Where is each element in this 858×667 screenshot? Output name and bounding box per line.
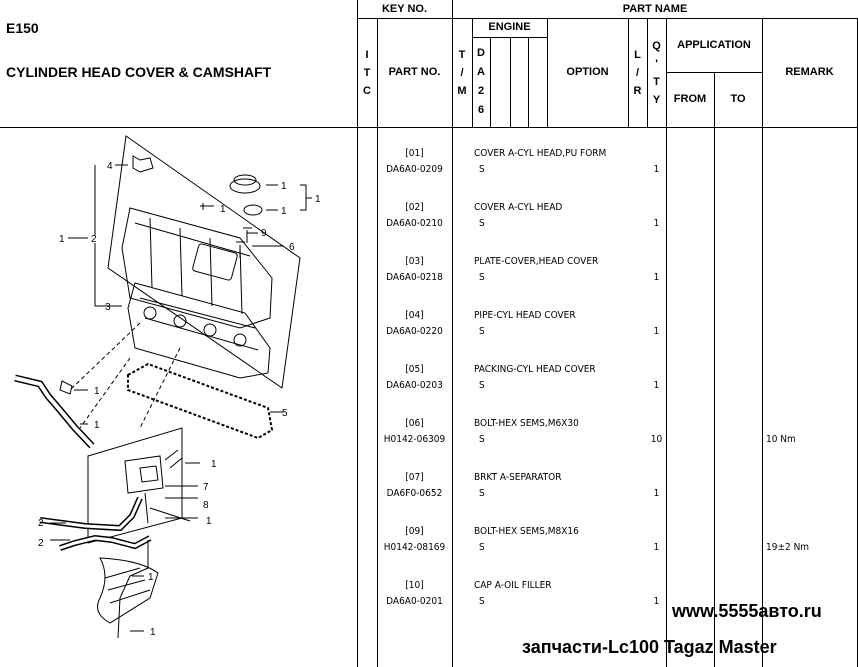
page-title: CYLINDER HEAD COVER & CAMSHAFT: [6, 64, 272, 80]
header-part-name: PART NAME: [622, 3, 688, 15]
part-name: PACKING-CYL HEAD COVER: [474, 364, 596, 375]
header-remark: REMARK: [785, 66, 834, 78]
part-qty: 1: [653, 380, 660, 391]
cover-a-shape: [121, 207, 273, 329]
part-qty: 1: [653, 164, 660, 175]
watermark-site: www.5555авто.ru: [672, 601, 822, 621]
header-tim: T/M: [457, 49, 467, 97]
label-4: 4: [107, 161, 113, 172]
part-name: COVER A-CYL HEAD: [474, 202, 563, 213]
lower-housing-shape: [97, 557, 159, 624]
part-qty: 1: [653, 542, 660, 553]
part-name: BOLT-HEX SEMS,M6X30: [474, 418, 579, 429]
label-3: 3: [105, 302, 111, 313]
part-key: [10]: [405, 580, 424, 591]
label-sep-1b: 1: [206, 516, 212, 527]
header-part-no: PART NO.: [388, 66, 441, 78]
header-lr: L/R: [633, 49, 642, 97]
label-2: 2: [91, 234, 97, 245]
part-option: S: [479, 542, 485, 553]
part-number: DA6A0-0203: [386, 380, 443, 391]
part-key: [03]: [405, 256, 424, 267]
header-option: OPTION: [566, 66, 609, 78]
label-hose-1: 1: [94, 386, 100, 397]
label-9: 9: [261, 228, 267, 239]
part-name: BRKT A-SEPARATOR: [474, 472, 562, 483]
header-from: FROM: [673, 93, 707, 105]
part-qty: 1: [653, 272, 660, 283]
part-name: PIPE-CYL HEAD COVER: [474, 310, 576, 321]
part-number: H0142-06309: [383, 434, 446, 445]
label-1b: 1: [281, 206, 287, 217]
part-number: DA6A0-0201: [386, 596, 443, 607]
part-option: S: [479, 596, 485, 607]
label-pipe-2a: 2: [38, 518, 44, 529]
part-remark: 10 Nm: [766, 434, 796, 445]
part-number: DA6A0-0220: [386, 326, 443, 337]
header-to: TO: [730, 93, 746, 105]
label-hose-2: 1: [94, 420, 100, 431]
part-key: [04]: [405, 310, 424, 321]
part-name: PLATE-COVER,HEAD COVER: [474, 256, 599, 267]
label-1c: 1: [315, 194, 321, 205]
part-number: DA6A0-0210: [386, 218, 443, 229]
part-number: DA6A0-0218: [386, 272, 443, 283]
label-sep-7: 7: [203, 482, 209, 493]
part-key: [09]: [405, 526, 424, 537]
cap-shape: [229, 178, 261, 194]
header-engine: ENGINE: [488, 21, 531, 33]
gasket-shape: [127, 362, 274, 440]
part-number: DA6A0-0209: [386, 164, 443, 175]
part-key: [07]: [405, 472, 424, 483]
label-pipe-1a: 1: [148, 572, 154, 583]
part-option: S: [479, 488, 485, 499]
label-sep-8: 8: [203, 500, 209, 511]
label-1a: 1: [281, 181, 287, 192]
part-option: S: [479, 218, 485, 229]
upper-frame: [107, 135, 301, 389]
label-6: 6: [289, 242, 295, 253]
exploded-diagram: 4 1 1 1 1 1 2 9 6 3 5 1 1 1 7 8 1 2 2 1 …: [14, 135, 321, 639]
part-number: DA6F0-0652: [386, 488, 443, 499]
label-1-bolt: 1: [220, 204, 226, 215]
label-1-left: 1: [59, 234, 65, 245]
part-key: [06]: [405, 418, 424, 429]
label-sep-1: 1: [211, 459, 217, 470]
watermark-caption: запчасти-Lc100 Tagaz Master: [522, 637, 777, 657]
part-option: S: [479, 164, 485, 175]
part-name: COVER A-CYL HEAD,PU FORM: [474, 148, 607, 159]
part-option: S: [479, 434, 485, 445]
part-option: S: [479, 326, 485, 337]
label-pipe-1b: 1: [150, 627, 156, 638]
label-pipe-2b: 2: [38, 538, 44, 549]
diagram-code: E150: [6, 20, 39, 36]
part-name: CAP A-OIL FILLER: [474, 580, 552, 591]
part-key: [02]: [405, 202, 424, 213]
part-remark: 19±2 Nm: [766, 542, 810, 553]
part-qty: 1: [653, 218, 660, 229]
pipe-4-shape: [132, 155, 154, 173]
part-qty: 1: [653, 326, 660, 337]
label-5: 5: [282, 408, 288, 419]
plate-shape: [127, 282, 271, 379]
part-number: H0142-08169: [383, 542, 446, 553]
part-key: [05]: [405, 364, 424, 375]
part-name: BOLT-HEX SEMS,M8X16: [474, 526, 579, 537]
header-application: APPLICATION: [677, 39, 751, 51]
part-key: [01]: [405, 148, 424, 159]
part-option: S: [479, 272, 485, 283]
part-option: S: [479, 380, 485, 391]
part-qty: 10: [650, 434, 663, 445]
header-key-no: KEY NO.: [381, 3, 428, 15]
part-qty: 1: [653, 596, 660, 607]
part-qty: 1: [653, 488, 660, 499]
